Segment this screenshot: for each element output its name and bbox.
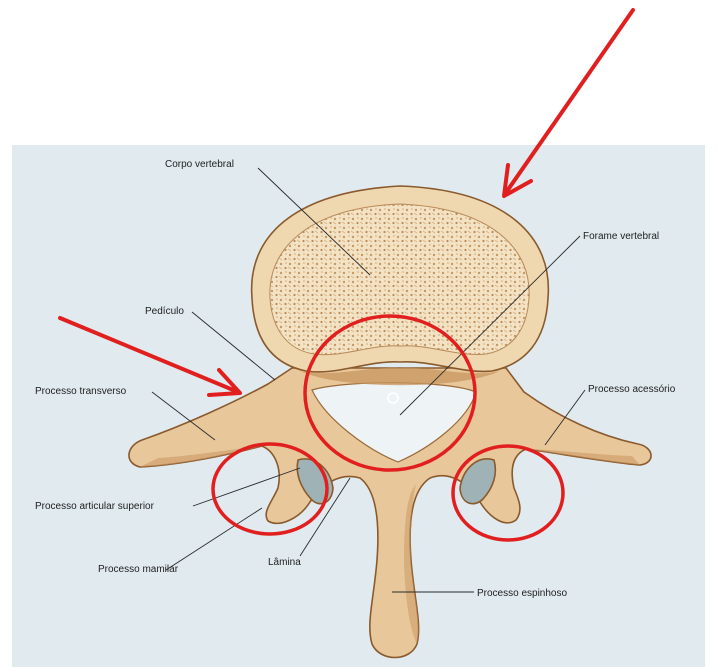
label-corpo-vertebral: Corpo vertebral bbox=[165, 159, 234, 170]
label-processo-acessorio: Processo acessório bbox=[588, 384, 676, 395]
label-processo-articular-superior: Processo articular superior bbox=[35, 501, 155, 512]
label-forame-vertebral: Forame vertebral bbox=[583, 231, 659, 242]
label-pediculo: Pedículo bbox=[145, 306, 184, 317]
label-processo-mamilar: Processo mamilar bbox=[98, 564, 179, 575]
label-processo-transverso: Processo transverso bbox=[35, 386, 127, 397]
label-processo-espinhoso: Processo espinhoso bbox=[477, 588, 567, 599]
label-lamina: Lâmina bbox=[268, 557, 301, 568]
